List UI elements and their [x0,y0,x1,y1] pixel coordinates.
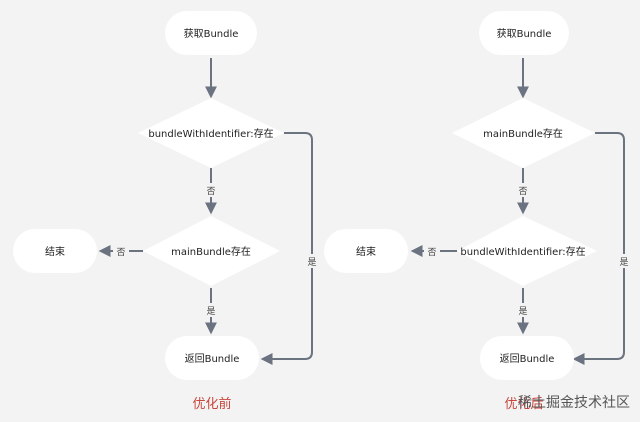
left-no1-bg [203,183,219,197]
left-no1-label: 否 [206,186,215,197]
left-result-label: 返回Bundle [185,353,240,365]
right-no2-bg [424,244,440,258]
left-decision2-node [143,216,280,286]
right-decision2-label: bundleWithIdentifier:存在 [460,245,585,258]
right-decision1-label: mainBundle存在 [483,127,563,140]
left-caption: 优化前 [192,396,231,412]
right-yes-down-label: 是 [518,306,527,317]
left-start-node [165,11,257,55]
left-end-label: 结束 [45,245,65,258]
left-flowchart: 否 否 是 是 获取Bundle bundleWithIdentifier:存在… [13,11,320,412]
right-start-node [479,11,569,55]
right-no1-label: 否 [518,186,527,197]
right-yes-down-bg [515,303,531,317]
right-decision1-node [452,98,595,168]
right-end-label: 结束 [356,245,376,258]
right-flowchart: 否 否 是 是 获取Bundle mainBundle存在 bundleWith… [324,11,632,412]
right-no2-label: 否 [427,247,436,258]
left-yes-down-label: 是 [206,306,215,317]
left-start-label: 获取Bundle [184,28,239,40]
right-no1-bg [515,183,531,197]
left-decision1-node [138,98,284,168]
right-yes-side-bg [616,254,632,268]
left-yes-side-bg [304,254,320,268]
left-yes-side-label: 是 [307,257,316,268]
right-result-label: 返回Bundle [500,353,555,365]
left-result-node [165,336,259,380]
left-yes-down-bg [203,303,219,317]
right-edge-d1-to-result [572,132,625,365]
right-yes-side-label: 是 [619,257,628,268]
right-result-node [480,336,574,380]
left-decision2-label: mainBundle存在 [171,245,251,258]
left-edge-d1-to-result [260,132,313,365]
left-decision1-label: bundleWithIdentifier:存在 [148,127,273,140]
left-end-node [13,229,97,273]
watermark-text: 稀土掘金技术社区 [518,395,630,411]
right-decision2-node [457,216,597,286]
left-no2-label: 否 [116,247,125,258]
right-start-label: 获取Bundle [497,28,552,40]
left-no2-bg [113,244,129,258]
right-end-node [324,229,408,273]
right-caption: 优化后 [504,397,543,412]
